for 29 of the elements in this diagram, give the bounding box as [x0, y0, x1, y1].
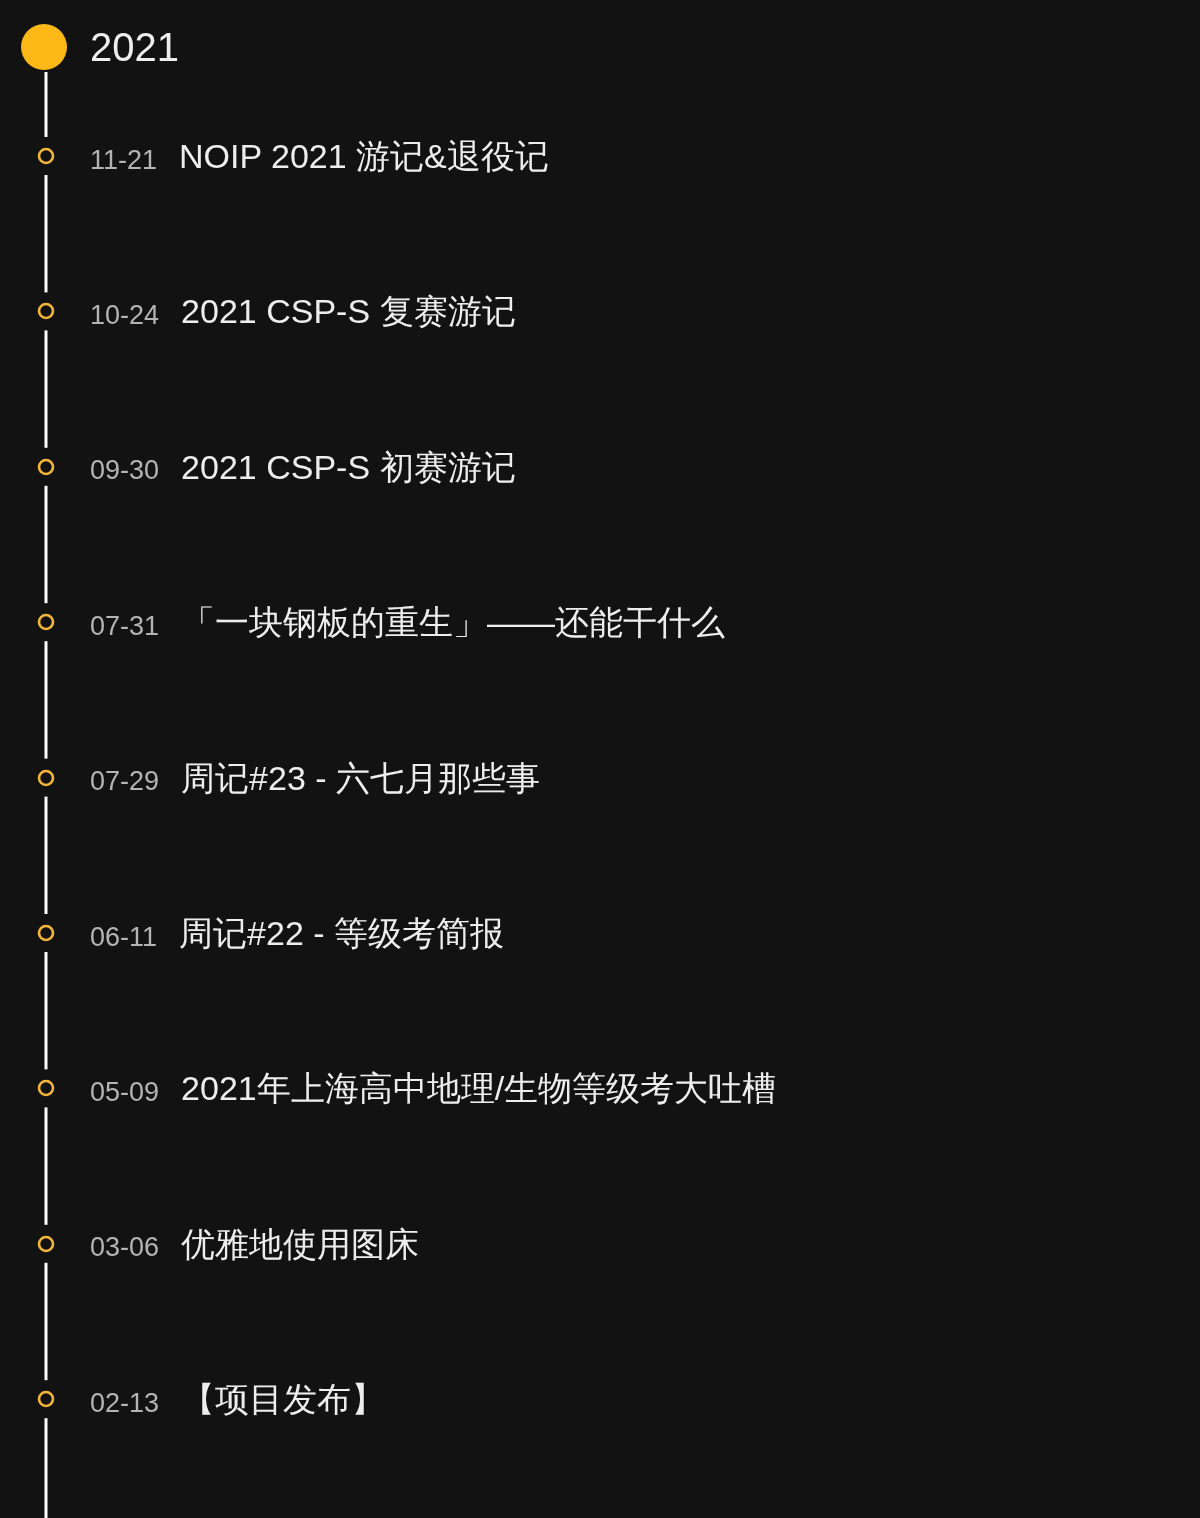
year-heading: 2021 — [90, 27, 179, 67]
post-title: 2021 CSP-S 初赛游记 — [181, 449, 516, 484]
timeline-line — [44, 330, 48, 448]
post-title: 「一块钢板的重生」——还能干什么 — [181, 605, 726, 640]
post-title: NOIP 2021 游记&退役记 — [179, 139, 549, 173]
post-title: 2021年上海高中地理/生物等级考大吐槽 — [181, 1071, 777, 1106]
timeline-line — [44, 175, 48, 293]
timeline-line — [44, 641, 48, 759]
timeline-line — [44, 1107, 48, 1225]
post-date: 02-13 — [90, 1389, 160, 1417]
post-date: 05-09 — [90, 1078, 160, 1106]
post-title: 【项目发布】 — [181, 1382, 386, 1417]
timeline-line — [44, 485, 48, 604]
post-title: 周记#23 - 六七月那些事 — [181, 760, 540, 795]
post-date: 07-29 — [90, 768, 160, 796]
post-date: 10-24 — [90, 301, 160, 329]
post-title: 周记#22 - 等级考简报 — [179, 916, 504, 950]
post-title: 2021 CSP-S 复赛游记 — [181, 294, 516, 329]
timeline-line — [44, 952, 48, 1070]
post-date: 11-21 — [90, 146, 158, 174]
post-date: 06-11 — [90, 923, 158, 951]
timeline-line — [44, 1418, 48, 1518]
timeline-line — [44, 1262, 48, 1381]
post-date: 07-31 — [90, 612, 160, 640]
post-title: 优雅地使用图床 — [181, 1226, 420, 1261]
timeline-line — [44, 72, 48, 137]
post-date: 03-06 — [90, 1234, 160, 1262]
timeline-line — [44, 796, 48, 914]
post-date: 09-30 — [90, 457, 160, 485]
